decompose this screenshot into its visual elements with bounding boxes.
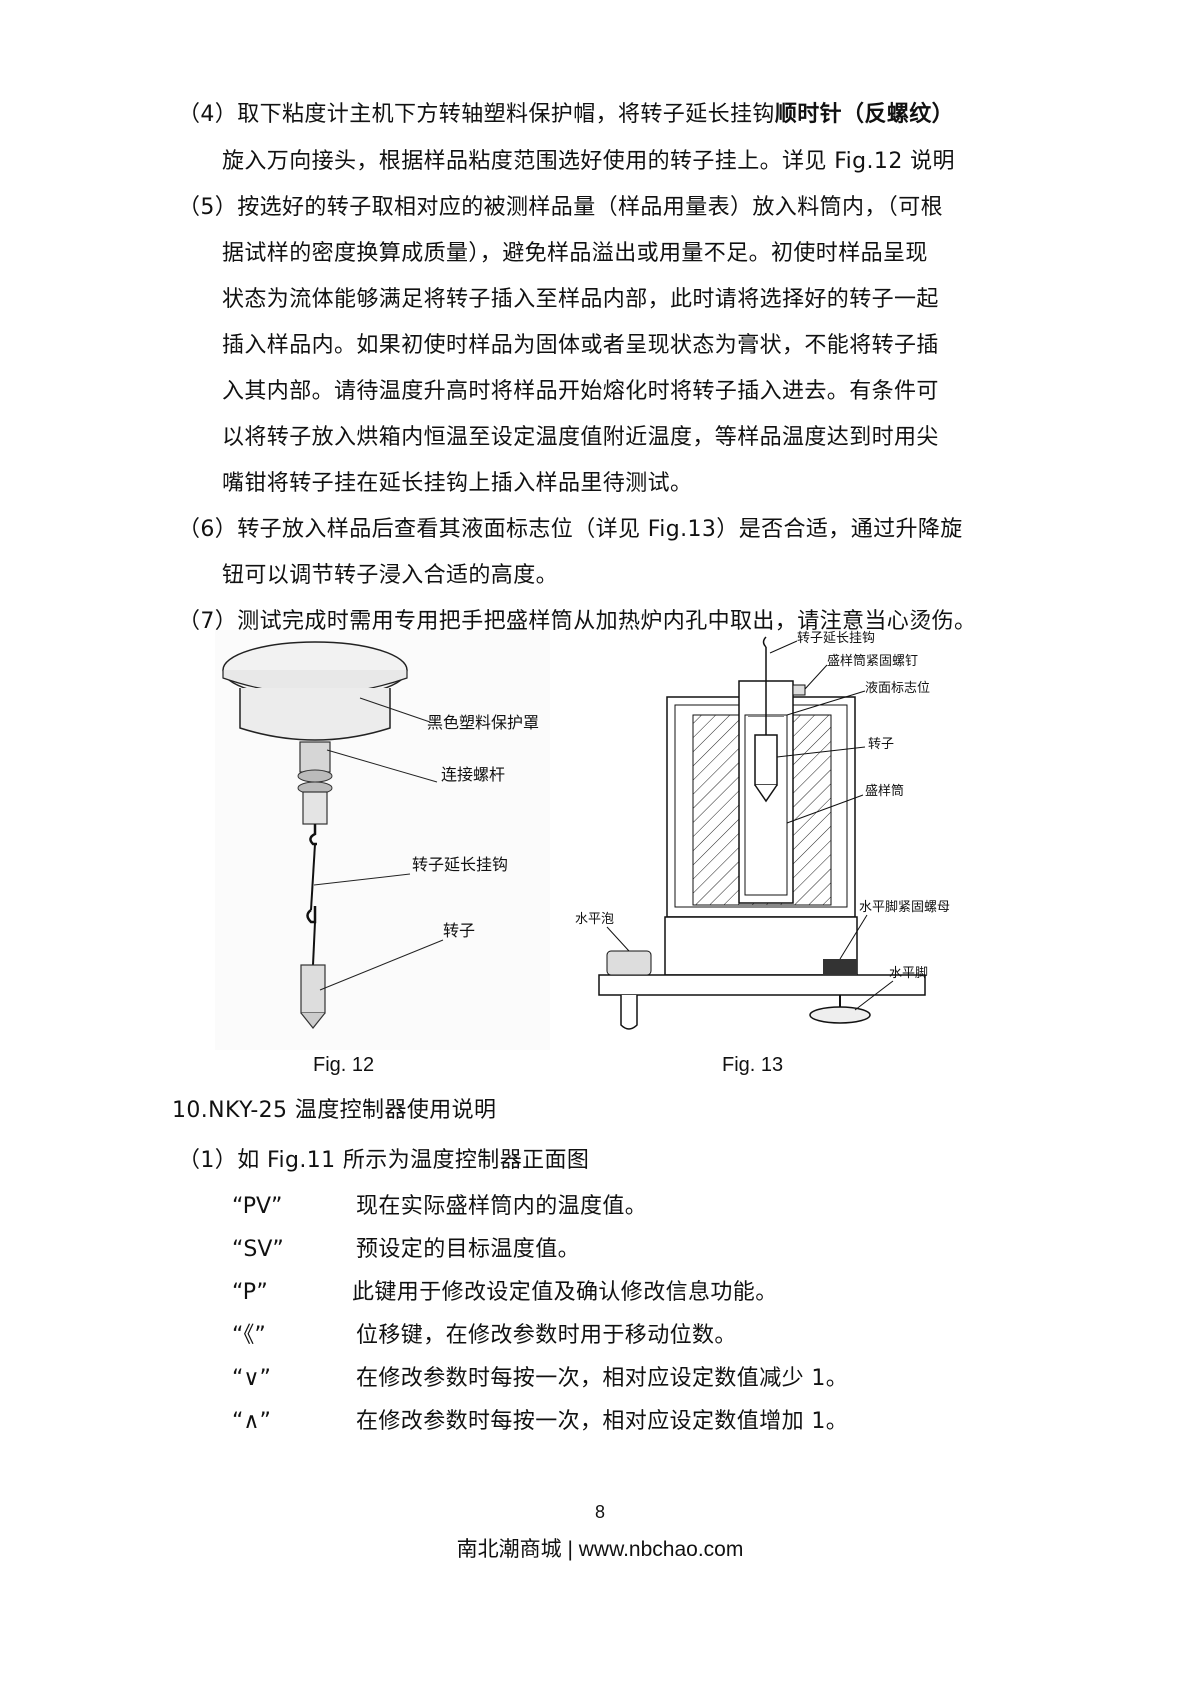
step-5-line-6: 以将转子放入烘箱内恒温至设定温度值附近温度，等样品温度达到时用尖 <box>222 425 939 450</box>
step-4-text: （4）取下粘度计主机下方转轴塑料保护帽，将转子延长挂钩 <box>178 102 775 127</box>
page-number: 8 <box>594 1502 605 1522</box>
step-5-line-4: 插入样品内。如果初使时样品为固体或者呈现状态为膏状，不能将转子插 <box>222 333 939 358</box>
fig12-diagram: 黑色塑料保护罩 连接螺杆 转子延长挂钩 转子 <box>215 630 550 1050</box>
step-5-line-2: 据试样的密度换算成质量），避免样品溢出或用量不足。初使时样品呈现 <box>222 241 928 266</box>
step-5-line-5: 入其内部。请待温度升高时将样品开始熔化时将转子插入进去。有条件可 <box>222 379 939 404</box>
section-10-heading: 10.NKY-25 温度控制器使用说明 <box>172 1098 497 1123</box>
key-sv-symbol: “SV” <box>232 1237 284 1262</box>
key-shift-symbol: “《” <box>232 1323 266 1348</box>
step-7-line-1: （7）测试完成时需用专用把手把盛样筒从加热炉内孔中取出，请注意当心烫伤。 <box>178 609 977 634</box>
key-p-symbol: “P” <box>232 1280 268 1305</box>
fig13-label-bubble: 水平泡 <box>575 912 614 927</box>
fig13-label-rotor: 转子 <box>868 737 894 752</box>
fig13-label-foot: 水平脚 <box>889 965 928 981</box>
key-sv-desc: 预设定的目标温度值。 <box>356 1237 581 1262</box>
fig12-label-hook: 转子延长挂钩 <box>412 855 508 874</box>
key-up-symbol: “∧” <box>232 1409 271 1434</box>
fig12-label-rotor: 转子 <box>443 921 475 940</box>
site-footer: 南北潮商城 | www.nbchao.com <box>456 1538 744 1561</box>
key-down-desc: 在修改参数时每按一次，相对应设定数值减少 1。 <box>356 1366 849 1391</box>
key-p-desc: 此键用于修改设定值及确认修改信息功能。 <box>352 1280 778 1305</box>
step-5-line-1: （5）按选好的转子取相对应的被测样品量（样品用量表）放入料筒内，（可根 <box>178 195 943 220</box>
key-down-symbol: “∨” <box>232 1366 271 1391</box>
key-up-desc: 在修改参数时每按一次，相对应设定数值增加 1。 <box>356 1409 849 1434</box>
fig12-caption: Fig. 12 <box>313 1054 375 1076</box>
fig12-label-screw: 连接螺杆 <box>441 765 505 784</box>
step-5-line-3: 状态为流体能够满足将转子插入至样品内部，此时请将选择好的转子一起 <box>222 287 939 312</box>
step-4-bold-text: 顺时针（反螺纹） <box>774 102 955 127</box>
section-10-item-1: （1）如 Fig.11 所示为温度控制器正面图 <box>178 1148 590 1173</box>
key-pv-desc: 现在实际盛样筒内的温度值。 <box>356 1194 648 1219</box>
step-6-line-1: （6）转子放入样品后查看其液面标志位（详见 Fig.13）是否合适，通过升降旋 <box>178 517 963 542</box>
fig13-label-cup: 盛样筒 <box>865 783 904 799</box>
fig13-label-hook: 转子延长挂钩 <box>797 631 875 646</box>
step-4-line-1: （4）取下粘度计主机下方转轴塑料保护帽，将转子延长挂钩顺时针（反螺纹） <box>178 100 954 130</box>
key-shift-desc: 位移键，在修改参数时用于移动位数。 <box>356 1323 737 1348</box>
step-4-line-2: 旋入万向接头，根据样品粘度范围选好使用的转子挂上。详见 Fig.12 说明 <box>222 149 955 174</box>
fig13-caption: Fig. 13 <box>722 1054 784 1076</box>
fig13-diagram: 转子延长挂钩 盛样筒紧固螺钉 液面标志位 转子 盛样筒 水平泡 水平脚紧固螺母 … <box>575 631 950 1030</box>
step-6-line-2: 钮可以调节转子浸入合适的高度。 <box>222 563 559 588</box>
fig13-label-level: 液面标志位 <box>865 681 930 696</box>
fig13-label-nut: 水平脚紧固螺母 <box>859 899 950 915</box>
step-5-line-7: 嘴钳将转子挂在延长挂钩上插入样品里待测试。 <box>222 471 693 496</box>
fig12-label-cap: 黑色塑料保护罩 <box>427 713 539 732</box>
fig13-label-screw: 盛样筒紧固螺钉 <box>827 653 918 669</box>
key-pv-symbol: “PV” <box>232 1194 283 1219</box>
